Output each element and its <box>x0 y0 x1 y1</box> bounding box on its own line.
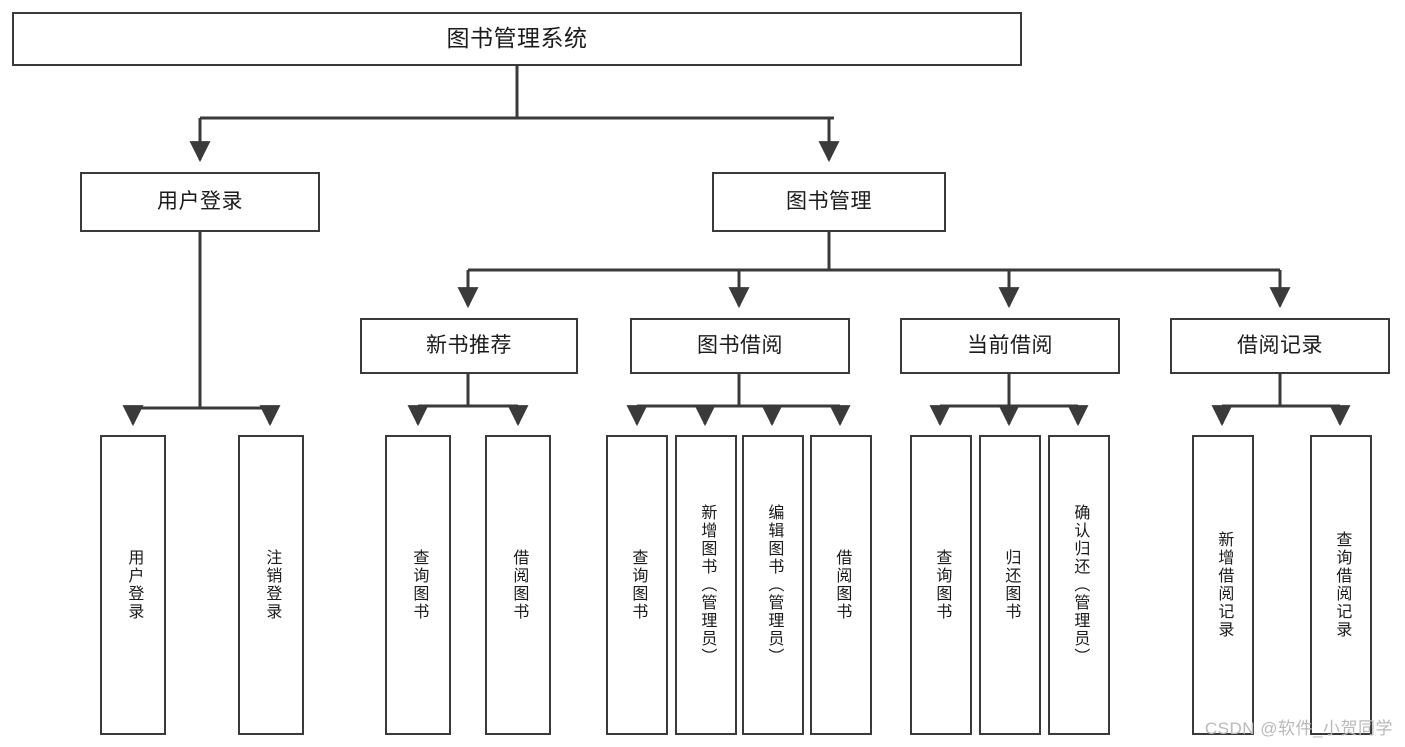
node-borrow-record-label: 借阅记录 <box>1237 333 1323 357</box>
node-leaf-query-record[interactable]: 查询借阅记录 <box>1310 435 1372 735</box>
node-leaf-confirm-return-admin-label: 确认归还（管理员） <box>1071 504 1089 666</box>
node-leaf-logout[interactable]: 注销登录 <box>238 435 304 735</box>
node-leaf-edit-book-admin[interactable]: 编辑图书（管理员） <box>742 435 804 735</box>
node-leaf-add-book-admin-label: 新增图书（管理员） <box>698 504 716 666</box>
node-leaf-edit-book-admin-label: 编辑图书（管理员） <box>765 504 783 666</box>
node-leaf-query-book-3-label: 查询图书 <box>933 549 951 621</box>
node-leaf-borrow-book-1[interactable]: 借阅图书 <box>485 435 551 735</box>
node-current-borrow-label: 当前借阅 <box>967 333 1053 357</box>
node-user-login[interactable]: 用户登录 <box>80 172 320 232</box>
node-leaf-query-book-1[interactable]: 查询图书 <box>385 435 451 735</box>
node-leaf-return-book[interactable]: 归还图书 <box>979 435 1041 735</box>
node-book-borrow[interactable]: 图书借阅 <box>630 318 850 374</box>
node-leaf-borrow-book-2-label: 借阅图书 <box>833 549 851 621</box>
node-leaf-query-book-3[interactable]: 查询图书 <box>910 435 972 735</box>
node-current-borrow[interactable]: 当前借阅 <box>900 318 1120 374</box>
node-leaf-return-book-label: 归还图书 <box>1002 549 1020 621</box>
node-user-login-label: 用户登录 <box>157 189 243 213</box>
node-leaf-borrow-book-2[interactable]: 借阅图书 <box>810 435 872 735</box>
node-root-label: 图书管理系统 <box>446 25 588 52</box>
node-book-manage-label: 图书管理 <box>786 189 872 213</box>
node-book-manage[interactable]: 图书管理 <box>712 172 946 232</box>
node-borrow-record[interactable]: 借阅记录 <box>1170 318 1390 374</box>
node-leaf-user-login[interactable]: 用户登录 <box>100 435 166 735</box>
node-book-borrow-label: 图书借阅 <box>697 333 783 357</box>
node-leaf-add-book-admin[interactable]: 新增图书（管理员） <box>675 435 737 735</box>
node-leaf-add-record[interactable]: 新增借阅记录 <box>1192 435 1254 735</box>
node-leaf-borrow-book-1-label: 借阅图书 <box>510 549 528 621</box>
node-new-book-recommend-label: 新书推荐 <box>426 333 512 357</box>
node-leaf-query-record-label: 查询借阅记录 <box>1333 531 1351 639</box>
node-root[interactable]: 图书管理系统 <box>12 12 1022 66</box>
node-leaf-query-book-2[interactable]: 查询图书 <box>606 435 668 735</box>
node-new-book-recommend[interactable]: 新书推荐 <box>360 318 578 374</box>
node-leaf-query-book-1-label: 查询图书 <box>410 549 428 621</box>
node-leaf-confirm-return-admin[interactable]: 确认归还（管理员） <box>1048 435 1110 735</box>
node-leaf-user-login-label: 用户登录 <box>125 549 143 621</box>
node-leaf-add-record-label: 新增借阅记录 <box>1215 531 1233 639</box>
node-leaf-logout-label: 注销登录 <box>263 549 281 621</box>
node-leaf-query-book-2-label: 查询图书 <box>629 549 647 621</box>
